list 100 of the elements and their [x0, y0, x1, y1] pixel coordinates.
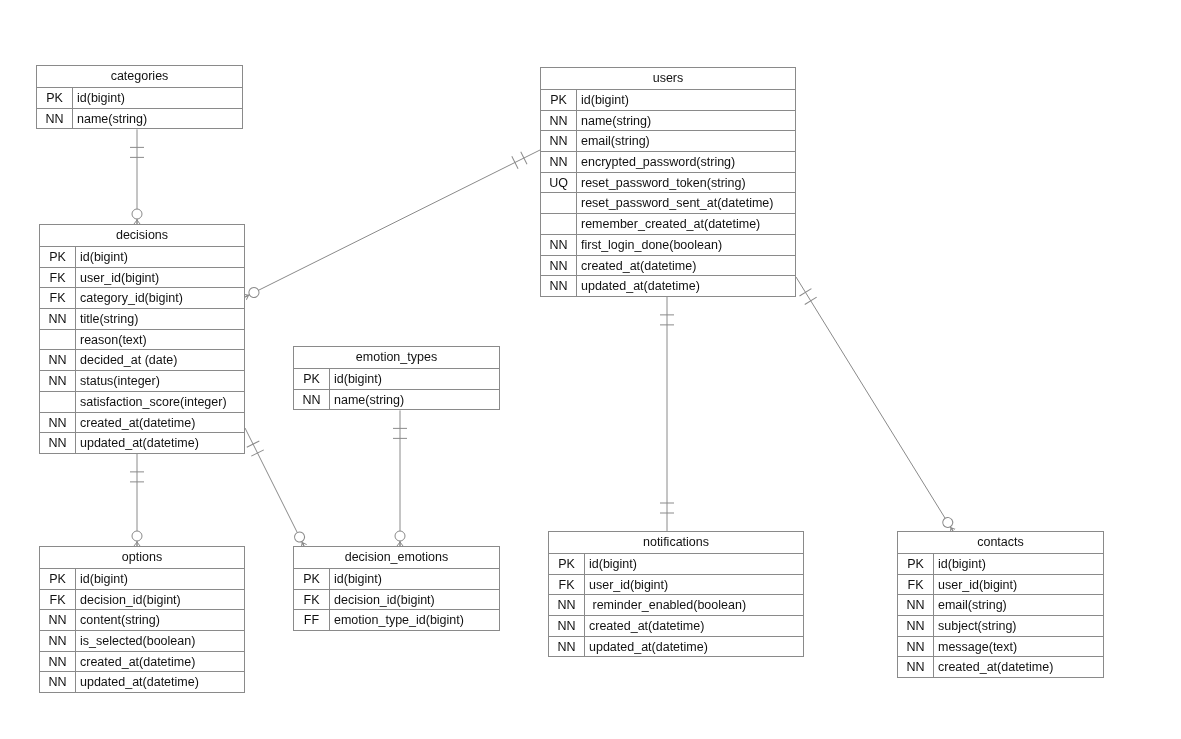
- key-label: NN: [898, 636, 934, 657]
- column-name: updated_at(datetime): [79, 435, 199, 453]
- column-name: decided_at (date): [79, 352, 178, 370]
- column-name: name(string): [580, 112, 652, 130]
- key-label: NN: [37, 108, 73, 129]
- key-label: NN: [541, 152, 577, 172]
- key-label: NN: [549, 616, 585, 636]
- column-name: updated_at(datetime): [588, 638, 708, 656]
- column-name: id(bigint): [79, 571, 128, 588]
- entity-table: [39, 224, 245, 454]
- column-name: updated_at(datetime): [580, 278, 700, 296]
- key-label: PK: [294, 569, 330, 589]
- table-title: categories: [109, 68, 170, 85]
- key-label: NN: [40, 412, 76, 433]
- column-name: updated_at(datetime): [79, 674, 199, 692]
- key-label: NN: [541, 234, 577, 255]
- key-label: NN: [898, 595, 934, 616]
- column-name: reset_password_token(string): [580, 174, 746, 192]
- relationship-line: [244, 427, 308, 548]
- column-name: user_id(bigint): [937, 576, 1018, 594]
- relationship-line: [660, 296, 674, 532]
- column-name: decision_id(bigint): [333, 591, 435, 609]
- key-label: NN: [898, 657, 934, 678]
- key-label: FK: [898, 574, 934, 595]
- column-name: id(bigint): [333, 371, 382, 388]
- column-name: subject(string): [937, 618, 1017, 636]
- entity-table: [548, 531, 804, 658]
- column-name: decision_id(bigint): [79, 591, 181, 609]
- column-name: category_id(bigint): [79, 290, 183, 308]
- key-label: NN: [40, 309, 76, 329]
- key-label: NN: [40, 651, 76, 672]
- column-name: id(bigint): [79, 249, 128, 266]
- column-name: created_at(datetime): [79, 414, 196, 432]
- table-title: users: [651, 70, 685, 87]
- key-label: NN: [40, 610, 76, 631]
- key-label: NN: [541, 110, 577, 131]
- key-label: FK: [40, 267, 76, 288]
- table-title: emotion_types: [354, 349, 439, 366]
- column-name: title(string): [79, 311, 139, 329]
- key-label: PK: [40, 569, 76, 589]
- key-label: FF: [294, 610, 330, 631]
- key-label: PK: [898, 554, 934, 574]
- column-name: reset_password_sent_at(datetime): [580, 195, 774, 213]
- relationship-line: [393, 409, 407, 547]
- column-name: id(bigint): [333, 571, 382, 588]
- key-label: PK: [549, 554, 585, 574]
- entity-table: [540, 67, 796, 297]
- key-label: NN: [294, 389, 330, 410]
- column-name: email(string): [937, 597, 1007, 615]
- key-label: NN: [549, 636, 585, 657]
- entity-table: [39, 546, 245, 694]
- column-name: message(text): [937, 638, 1018, 656]
- key-label: NN: [898, 616, 934, 636]
- key-label: PK: [294, 369, 330, 389]
- key-label: NN: [541, 255, 577, 276]
- key-label: NN: [40, 631, 76, 651]
- table-title: notifications: [642, 534, 710, 551]
- column-name: created_at(datetime): [580, 257, 697, 275]
- column-name: reminder_enabled(boolean): [591, 597, 747, 615]
- relationship-line: [130, 128, 144, 225]
- column-name: id(bigint): [76, 90, 125, 107]
- key-label: NN: [40, 433, 76, 453]
- column-name: remember_created_at(datetime): [580, 216, 761, 234]
- table-title: options: [120, 549, 164, 566]
- column-name: email(string): [580, 133, 650, 151]
- column-name: status(integer): [79, 373, 160, 391]
- key-label: FK: [294, 589, 330, 610]
- column-name: emotion_type_id(bigint): [333, 612, 464, 630]
- column-name: created_at(datetime): [937, 659, 1054, 677]
- key-label: PK: [40, 247, 76, 267]
- entity-table: [36, 65, 243, 130]
- entity-table: [897, 531, 1104, 679]
- key-label: FK: [549, 574, 585, 595]
- table-title: decision_emotions: [343, 549, 450, 566]
- column-name: first_login_done(boolean): [580, 236, 723, 254]
- relationship-line: [130, 453, 144, 547]
- column-name: id(bigint): [580, 92, 629, 109]
- key-label: UQ: [541, 172, 577, 193]
- column-name: user_id(bigint): [588, 576, 669, 594]
- key-label: NN: [40, 672, 76, 693]
- relationship-line: [243, 149, 541, 301]
- key-label: NN: [541, 131, 577, 152]
- column-name: id(bigint): [937, 556, 986, 573]
- key-label: NN: [541, 276, 577, 296]
- key-label: NN: [549, 595, 585, 616]
- key-label: PK: [541, 90, 577, 110]
- column-name: created_at(datetime): [588, 618, 705, 636]
- entity-table: [293, 346, 500, 411]
- key-label: NN: [40, 371, 76, 391]
- column-name: name(string): [333, 391, 405, 409]
- table-title: decisions: [114, 227, 170, 244]
- column-name: reason(text): [79, 331, 147, 349]
- key-label: FK: [40, 288, 76, 309]
- column-name: content(string): [79, 612, 160, 630]
- table-title: contacts: [976, 534, 1025, 551]
- column-name: user_id(bigint): [79, 269, 160, 287]
- column-name: created_at(datetime): [79, 653, 196, 671]
- key-label: FK: [40, 589, 76, 610]
- column-name: name(string): [76, 110, 148, 128]
- column-name: satisfaction_score(integer): [79, 393, 227, 411]
